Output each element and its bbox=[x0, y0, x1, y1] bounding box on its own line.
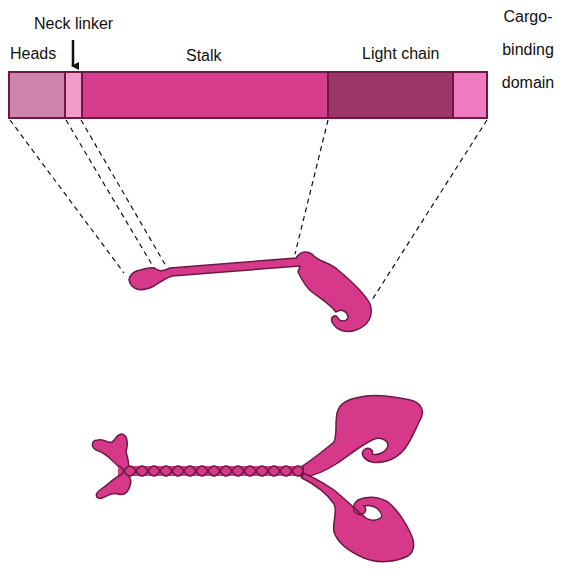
cargo-binding-segment bbox=[453, 72, 487, 118]
neck-linker-segment bbox=[65, 72, 82, 118]
part-label: Heads bbox=[10, 44, 56, 64]
light-chain-segment bbox=[328, 72, 453, 118]
dimer-shape bbox=[92, 395, 422, 561]
guide-lines bbox=[10, 120, 487, 300]
heads-segment bbox=[9, 72, 65, 118]
part-label: Stalk bbox=[186, 46, 222, 66]
coil-strand bbox=[118, 466, 303, 476]
domain-bar bbox=[9, 72, 487, 118]
coil-strand bbox=[118, 466, 303, 476]
part-label: Cargo-binding domain bbox=[479, 0, 577, 99]
monomer-shape bbox=[129, 252, 371, 332]
stalk-segment bbox=[82, 72, 328, 118]
part-label: Neck linker bbox=[34, 14, 113, 34]
pointer-arrow bbox=[72, 40, 75, 66]
coiled-coil bbox=[118, 466, 303, 476]
part-label: Light chain bbox=[362, 44, 439, 64]
